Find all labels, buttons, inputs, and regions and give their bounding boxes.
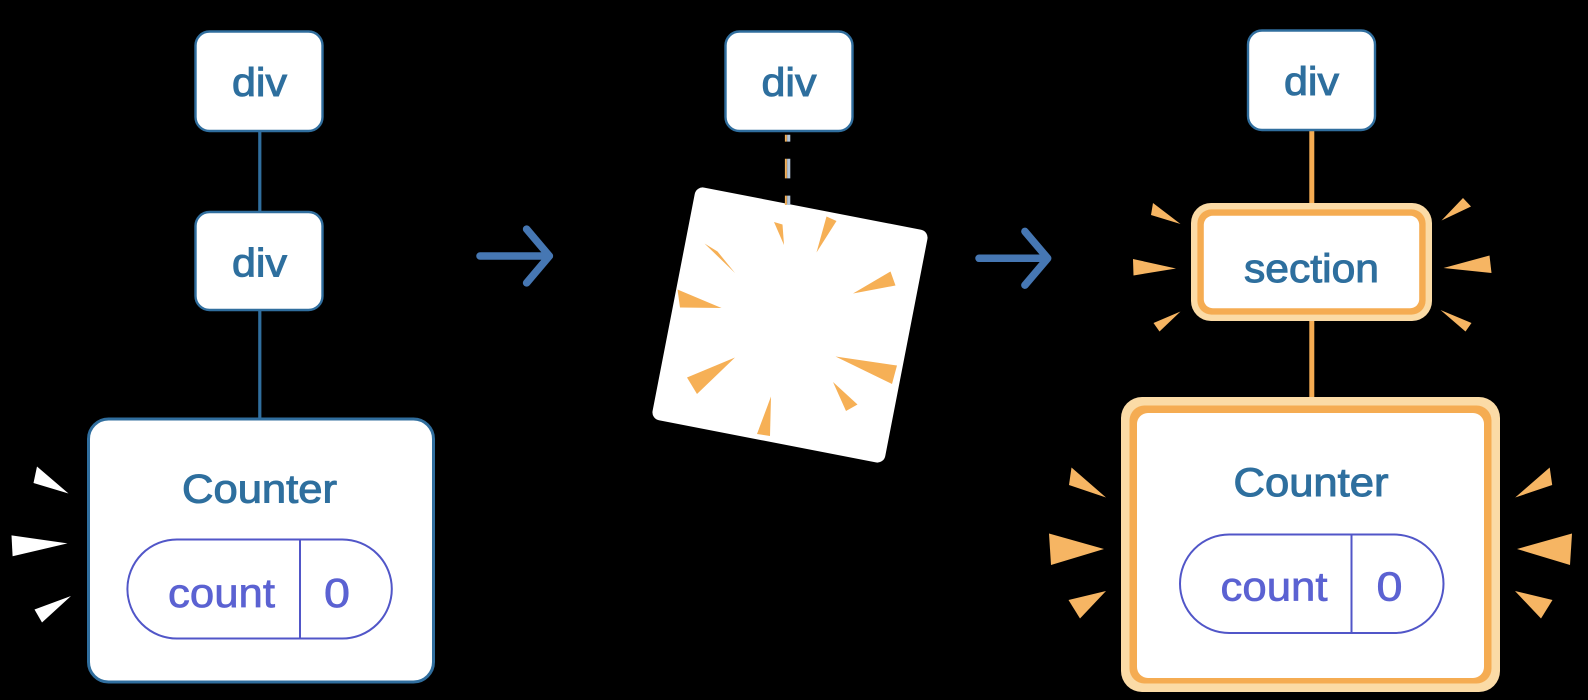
svg-text:count: count (168, 570, 276, 616)
svg-text:0: 0 (324, 570, 350, 616)
svg-text:div: div (232, 241, 287, 285)
svg-text:div: div (1284, 60, 1339, 104)
svg-text:Counter: Counter (1234, 461, 1389, 505)
svg-text:div: div (762, 61, 817, 105)
svg-text:div: div (232, 61, 287, 105)
svg-text:0: 0 (1377, 564, 1403, 610)
svg-text:Counter: Counter (182, 468, 337, 512)
svg-text:section: section (1244, 247, 1379, 291)
svg-text:count: count (1221, 564, 1329, 610)
